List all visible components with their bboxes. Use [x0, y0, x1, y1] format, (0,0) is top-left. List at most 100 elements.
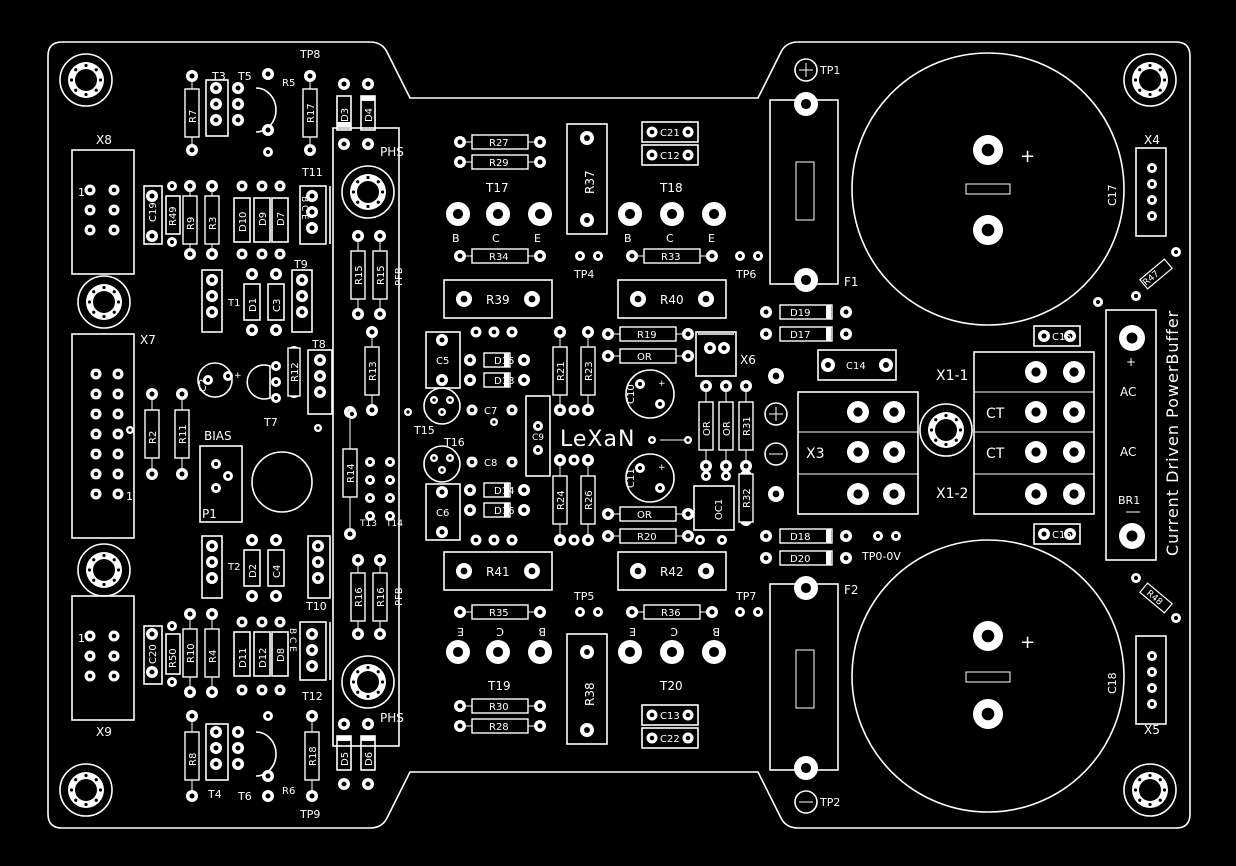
t11-body	[299, 185, 327, 245]
t3-pad-drill	[213, 85, 219, 91]
pad-drill	[277, 183, 283, 189]
label-r40: R40	[660, 293, 684, 307]
r6-pad-drill	[265, 773, 271, 779]
label-d20: D20	[790, 554, 810, 565]
resistor-pad-drill	[209, 689, 215, 695]
r5-pad-drill	[265, 127, 271, 133]
r6-pad-drill	[265, 793, 271, 799]
pad-drill	[239, 619, 245, 625]
r40-body	[617, 279, 727, 319]
d1-pad-drill	[249, 271, 255, 277]
via	[958, 428, 963, 432]
label-t1: T1	[227, 298, 240, 309]
d7-body	[271, 197, 289, 243]
resistor-pad-drill	[743, 383, 749, 389]
silkscreen-labels: X8 X7 X9 X4 X5 X6 X3 X1-1 X1-2 TP1 TP2 T…	[96, 48, 1160, 821]
resistor-pad-drill	[377, 557, 383, 563]
via	[1148, 92, 1152, 97]
pad-drill	[557, 457, 563, 463]
t4-body	[205, 723, 229, 781]
resistor-pad-drill	[347, 531, 353, 537]
c3-body	[267, 283, 285, 321]
resistor-pad-drill	[179, 391, 185, 397]
connector-x7	[71, 333, 135, 539]
r41-pad-drill	[460, 567, 468, 575]
c9-pad-drill	[535, 423, 541, 429]
pad-drill	[169, 239, 175, 245]
via	[1138, 68, 1142, 72]
r47-pad-drill	[1173, 249, 1179, 255]
diode-body	[483, 482, 511, 498]
d1-body	[243, 283, 261, 321]
tp7-pad-drill	[737, 609, 743, 615]
t12-pad-drill	[309, 647, 315, 653]
pad-drill	[491, 537, 497, 543]
d10-body	[233, 197, 251, 243]
mounting-hole-ring	[59, 53, 113, 107]
via	[112, 558, 116, 562]
diode-pad-drill	[843, 533, 849, 539]
br1-body	[1105, 309, 1157, 561]
label-x8: X8	[96, 133, 112, 147]
f2-pad-drill	[800, 762, 812, 774]
f1-holder	[769, 99, 839, 285]
x7-pad-drill	[115, 491, 121, 497]
p1-pad-drill	[225, 473, 231, 479]
label-x1-1: X1-1	[936, 368, 968, 384]
x1-pad-drill	[1031, 367, 1041, 377]
c4-body	[267, 549, 285, 587]
t1-pad-drill	[209, 309, 215, 315]
resistor-pad-drill	[703, 463, 709, 469]
label-r36: R36	[661, 608, 681, 619]
label-tp9: TP9	[299, 808, 320, 821]
label-e2: E	[708, 232, 715, 245]
pad-drill	[349, 411, 355, 417]
resistor-pad-drill	[377, 631, 383, 637]
mounting-hole-drill	[93, 559, 115, 581]
pad-drill	[259, 251, 265, 257]
c2-outline	[197, 362, 233, 398]
label-r24: R24	[556, 490, 567, 510]
x5-pad-drill	[1149, 685, 1155, 691]
via	[954, 438, 958, 442]
r38-body	[566, 633, 608, 745]
transistor-pad-drill	[534, 646, 546, 658]
d6-band	[361, 736, 375, 741]
diode-pad-drill	[467, 507, 473, 513]
label-d14: D14	[494, 486, 514, 497]
x4-body	[1135, 147, 1167, 237]
mounting-holes	[59, 53, 1177, 817]
via	[1158, 88, 1162, 92]
r5-pad-drill	[265, 71, 271, 77]
via	[84, 802, 88, 807]
label-r37: R37	[583, 170, 597, 194]
c9-body	[525, 395, 551, 477]
label-x3: X3	[806, 446, 825, 462]
label-e3: E	[457, 625, 464, 638]
label-plus1: +	[1020, 146, 1035, 167]
center-section	[425, 121, 737, 749]
label-tp2: TP2	[819, 796, 840, 809]
t1-pad-drill	[209, 293, 215, 299]
bias-hole	[251, 451, 313, 513]
c11-pad-drill	[657, 485, 663, 491]
diode-pad-drill	[521, 357, 527, 363]
via	[74, 68, 78, 72]
c15-pad-drill	[1041, 333, 1047, 339]
via	[376, 690, 380, 694]
resistor-pad-drill	[209, 183, 215, 189]
resistor-pad-drill	[369, 329, 375, 335]
p1-pad-drill	[213, 461, 219, 467]
via	[112, 578, 116, 582]
resistor-pad-drill	[187, 611, 193, 617]
diode-body	[483, 372, 511, 388]
mounting-hole-drill	[1139, 69, 1161, 91]
label-t8: T8	[311, 338, 326, 351]
t8-body	[307, 349, 333, 415]
resistor-body	[304, 731, 320, 781]
resistor-body	[471, 134, 529, 150]
via	[116, 300, 121, 304]
label-c2: C2	[198, 379, 209, 392]
label-pfb1: PFB	[394, 267, 405, 286]
via	[116, 568, 121, 572]
